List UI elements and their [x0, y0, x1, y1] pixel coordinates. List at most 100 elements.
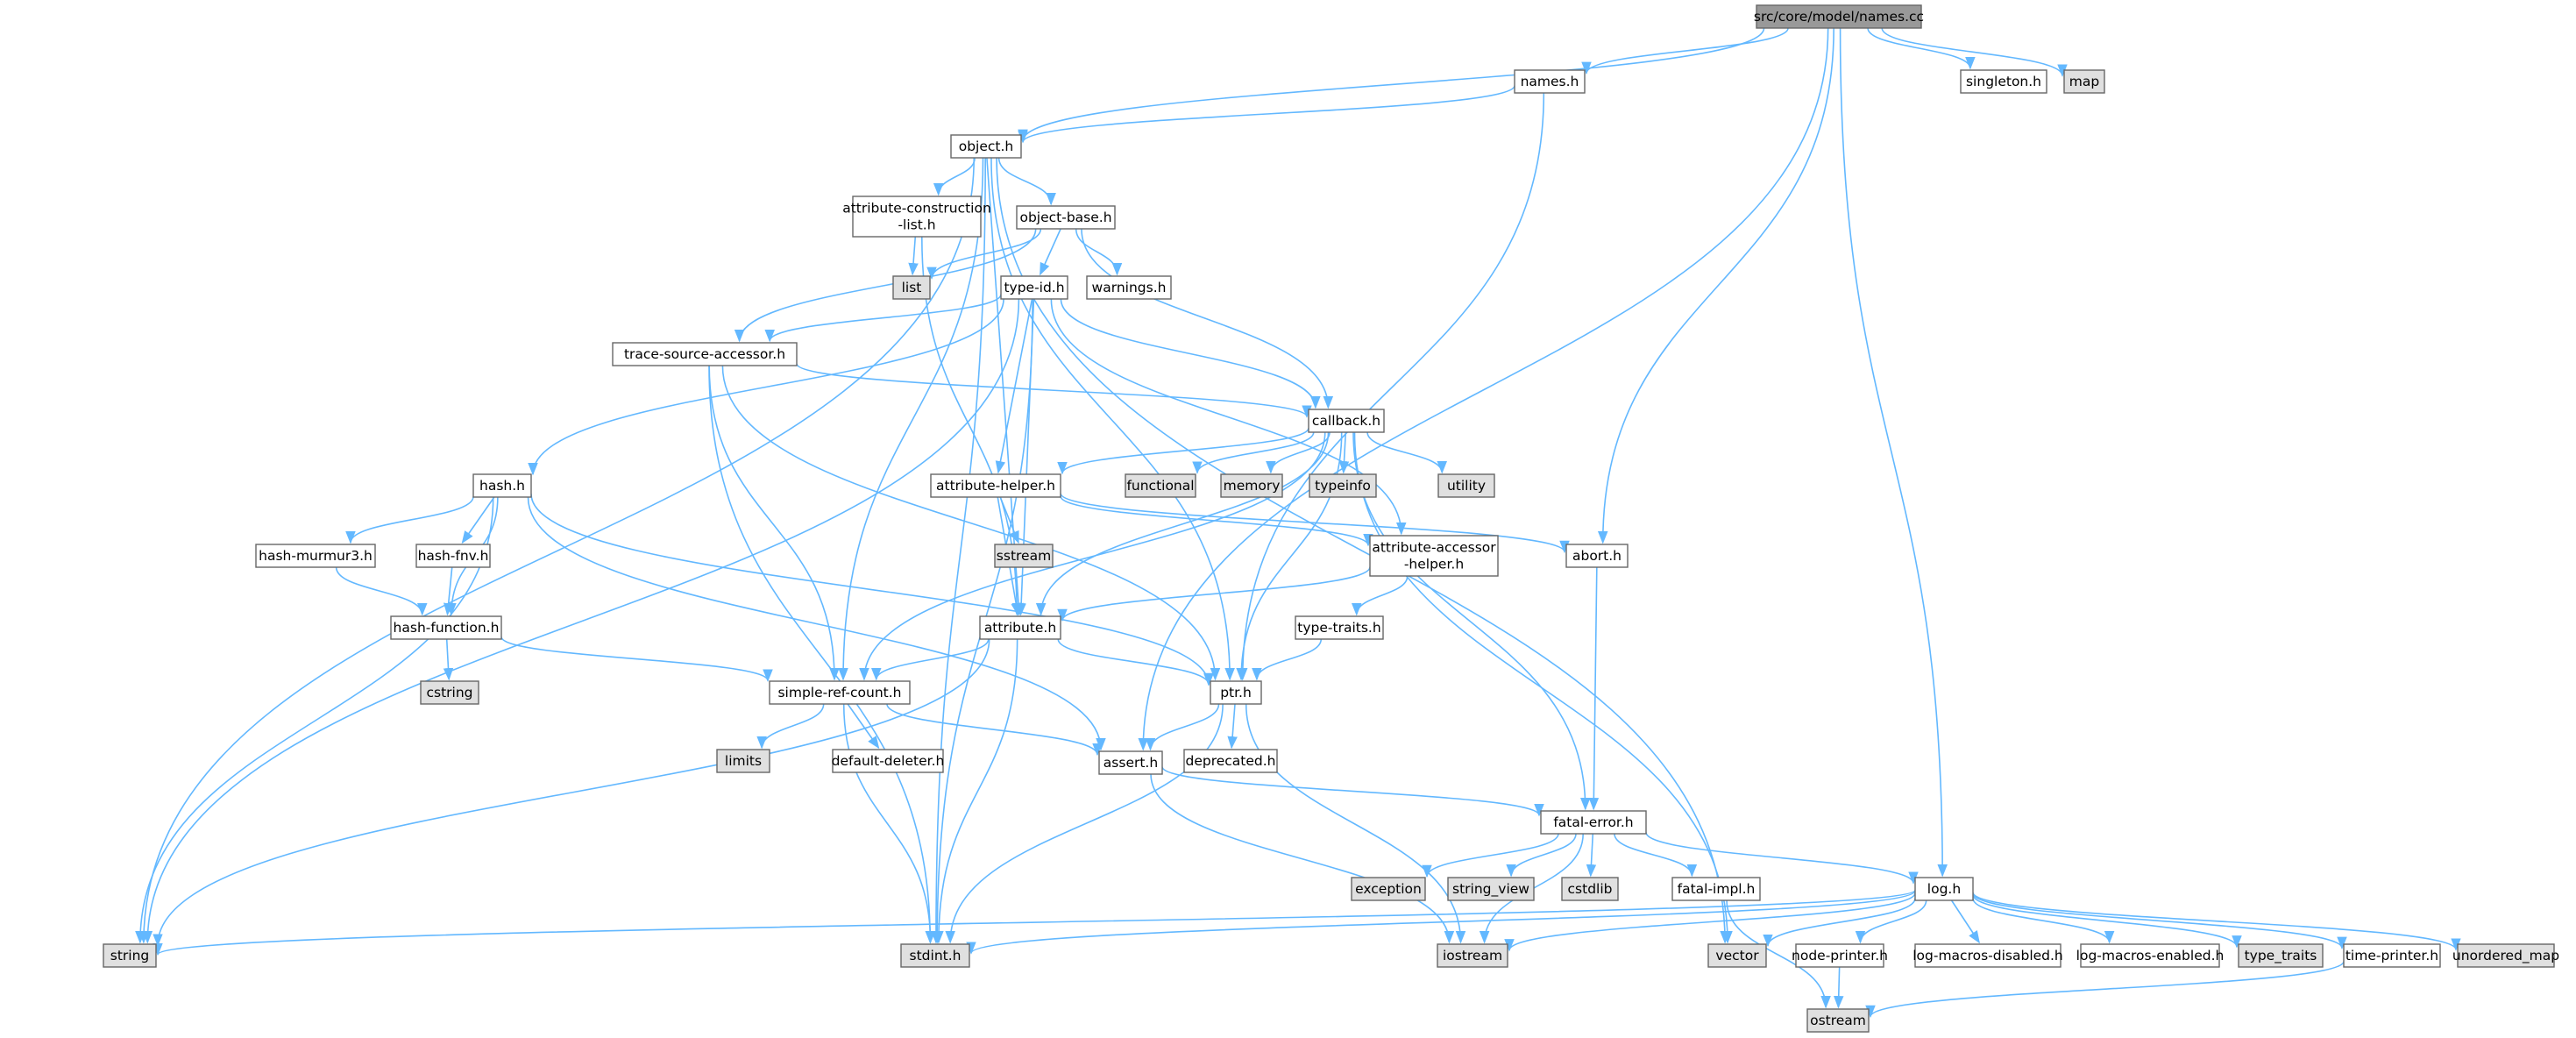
node-vector: vector: [1707, 943, 1767, 968]
edge-root-to-names: [1581, 27, 1789, 75]
node-box-functional: [1125, 473, 1196, 498]
node-iostream: iostream: [1437, 943, 1508, 968]
edge-object-to-simple_ref: [838, 157, 984, 681]
edge-fatal_error-to-log: [1645, 832, 1919, 885]
node-label-log_dis: log-macros-disabled.h: [1912, 948, 2063, 963]
edge-node_printer-to-ostream: [1834, 966, 1844, 1009]
node-box-callback: [1308, 409, 1385, 433]
node-box-singleton: [1960, 69, 2047, 94]
edge-callback-to-utility: [1366, 431, 1447, 474]
node-box-hash_function: [390, 615, 502, 640]
node-hash_murmur[interactable]: hash-murmur3.h: [255, 544, 376, 568]
node-log_en[interactable]: log-macros-enabled.h: [2076, 943, 2225, 968]
edge-hash-to-ptr: [530, 494, 1214, 686]
edge-callback-to-vector: [1353, 431, 1733, 944]
node-hash_function[interactable]: hash-function.h: [390, 615, 502, 640]
node-cstdlib: cstdlib: [1561, 877, 1619, 901]
node-type_traits_h[interactable]: type-traits.h: [1295, 615, 1384, 640]
node-abort[interactable]: abort.h: [1565, 544, 1629, 568]
edge-type_traits_h-to-ptr: [1252, 638, 1323, 681]
edge-root-to-abort: [1597, 27, 1834, 544]
node-names[interactable]: names.h: [1514, 69, 1586, 94]
edge-hash-to-string: [135, 496, 494, 944]
node-box-map: [2063, 69, 2105, 94]
node-ptr[interactable]: ptr.h: [1210, 680, 1262, 705]
node-trace_src[interactable]: trace-source-accessor.h: [612, 342, 798, 366]
node-label-trace_src: trace-source-accessor.h: [624, 346, 785, 362]
node-exception: exception: [1351, 877, 1426, 901]
node-box-type_traits: [2238, 943, 2324, 968]
node-box-unordered_map: [2457, 943, 2555, 968]
node-label-fatal_impl: fatal-impl.h: [1678, 881, 1756, 897]
node-fatal_impl[interactable]: fatal-impl.h: [1671, 877, 1761, 901]
node-box-typeinfo: [1309, 473, 1377, 498]
edge-callback-to-typeinfo: [1338, 431, 1350, 474]
edge-layer: [135, 27, 2461, 1019]
node-type_id[interactable]: type-id.h: [1000, 275, 1068, 300]
node-warnings[interactable]: warnings.h: [1086, 275, 1172, 300]
node-label-type_traits_h: type-traits.h: [1297, 620, 1380, 636]
node-label-log_en: log-macros-enabled.h: [2076, 948, 2225, 963]
node-label-map: map: [2069, 74, 2099, 89]
node-node_printer[interactable]: node-printer.h: [1792, 943, 1888, 968]
node-time_printer[interactable]: time-printer.h: [2343, 943, 2441, 968]
node-object[interactable]: object.h: [950, 134, 1022, 159]
edge-type_id-to-attr_accessor: [1050, 298, 1407, 536]
node-label-string: string: [110, 948, 150, 963]
node-box-list: [892, 275, 931, 300]
node-label-stdint: stdint.h: [910, 948, 962, 963]
node-log[interactable]: log.h: [1914, 877, 1974, 901]
node-label-hash_fnv: hash-fnv.h: [418, 548, 489, 564]
node-simple_ref[interactable]: simple-ref-count.h: [769, 680, 911, 705]
node-label-ptr: ptr.h: [1220, 685, 1252, 700]
edge-fatal_error-to-cstdlib: [1586, 833, 1597, 878]
edge-time_printer-to-ostream: [1865, 961, 2345, 1019]
node-hash[interactable]: hash.h: [472, 473, 532, 498]
node-label-limits: limits: [725, 753, 762, 769]
edge-log-to-log_en: [1972, 898, 2115, 944]
edge-log-to-unordered_map: [1972, 892, 2461, 951]
node-default_deleter[interactable]: default-deleter.h: [832, 749, 945, 773]
node-box-cstring: [420, 680, 479, 705]
node-label-abort: abort.h: [1572, 548, 1622, 564]
node-label-time_printer: time-printer.h: [2345, 948, 2438, 963]
node-assert[interactable]: assert.h: [1098, 750, 1163, 775]
node-label-vector: vector: [1715, 948, 1759, 963]
node-attr_helper[interactable]: attribute-helper.h: [930, 473, 1061, 498]
node-label-type_id: type-id.h: [1004, 280, 1064, 295]
node-fatal_error[interactable]: fatal-error.h: [1540, 810, 1647, 835]
node-box-log: [1914, 877, 1974, 901]
node-attr_accessor[interactable]: attribute-accessor-helper.h: [1369, 535, 1499, 577]
node-box-hash_murmur: [255, 544, 376, 568]
node-label-iostream: iostream: [1443, 948, 1502, 963]
edge-hash_function-to-cstring: [443, 638, 454, 681]
node-box-type_id: [1000, 275, 1068, 300]
node-box-limits: [716, 749, 770, 773]
edge-object_base-to-callback: [1081, 228, 1334, 409]
node-hash_fnv[interactable]: hash-fnv.h: [415, 544, 491, 568]
edge-assert-to-iostream: [1150, 773, 1455, 944]
node-box-object_base: [1016, 205, 1116, 230]
edge-simple_ref-to-assert: [886, 703, 1103, 757]
node-label-string_view: string_view: [1452, 881, 1529, 898]
node-label-callback: callback.h: [1312, 413, 1380, 429]
node-attribute[interactable]: attribute.h: [979, 615, 1061, 640]
edge-trace_src-to-stdint: [708, 365, 936, 944]
edge-type_id-to-string: [142, 298, 1020, 944]
edge-ptr-to-stdint: [945, 703, 1224, 944]
edge-callback-to-fatal_error: [1352, 431, 1591, 811]
node-label-hash_function: hash-function.h: [394, 620, 500, 636]
edge-attr_constr-to-list: [908, 236, 919, 276]
node-singleton[interactable]: singleton.h: [1960, 69, 2047, 94]
node-callback[interactable]: callback.h: [1308, 409, 1385, 433]
node-object_base[interactable]: object-base.h: [1016, 205, 1116, 230]
node-deprecated[interactable]: deprecated.h: [1183, 749, 1278, 773]
node-log_dis[interactable]: log-macros-disabled.h: [1912, 943, 2063, 968]
edge-type_id-to-callback: [1060, 298, 1321, 409]
node-box-log_dis: [1914, 943, 2062, 968]
node-box-time_printer: [2343, 943, 2441, 968]
edge-log-to-iostream: [1504, 892, 1916, 952]
node-label-assert: assert.h: [1103, 755, 1158, 771]
node-attr_constr[interactable]: attribute-construction-list.h: [842, 196, 991, 238]
